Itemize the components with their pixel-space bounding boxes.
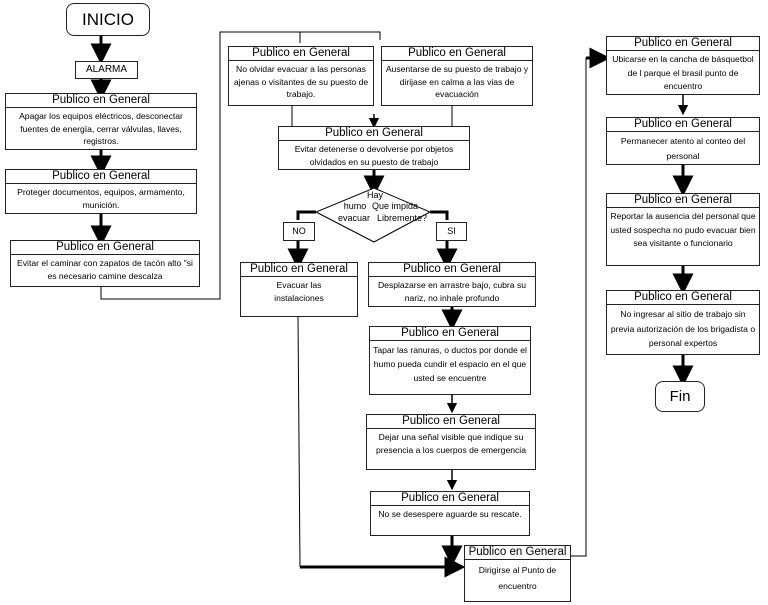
step-evacuate-facilities: Publico en General Evacuar las instalaci… [240,262,358,317]
box-header: Publico en General [607,118,759,132]
box-header: Publico en General [6,94,196,108]
box-text: Apagar los equipos eléctricos, desconect… [19,111,183,146]
box-text: Desplazarse en arrastre bajo, cubra su n… [377,280,527,303]
step-seal-gaps: Publico en General Tapar las ranuras, o … [369,326,531,395]
step-avoid-heels: Publico en General Evitar el caminar con… [10,240,200,287]
step-do-not-reenter: Publico en General No ingresar al sitio … [606,290,760,355]
box-text: No olvidar evacuar a las personas ajenas… [233,64,369,99]
box-header: Publico en General [229,47,373,61]
box-header: Publico en General [279,127,469,141]
box-header: Publico en General [369,263,535,277]
step-protect-documents: Publico en General Proteger documentos, … [5,169,197,214]
box-text: Ubicarse en la cancha de básquetbol de l… [612,54,754,91]
box-text: Evacuar las instalaciones [274,280,324,303]
step-go-to-meeting-point: Publico en General Dirigirse al Punto de… [464,545,571,602]
box-header: Publico en General [465,546,570,560]
decision-diamond [314,187,432,243]
box-text: Proteger documentos, equipos, armamento,… [17,187,185,210]
step-leave-workstation: Publico en General Ausentarse de su pues… [381,46,533,106]
box-header: Publico en General [382,47,532,61]
decision-line-5: Libremente? [376,213,428,223]
box-text: Permanecer atento al conteo del personal [620,136,746,161]
box-header: Publico en General [241,263,357,277]
box-text: No se desespere aguarde su rescate. [378,509,522,519]
no-label: NO [283,222,315,241]
box-text: Tapar las ranuras, o ductos por donde el… [373,345,527,383]
step-report-missing: Publico en General Reportar la ausencia … [606,193,760,266]
decision-line-1: Hay [366,190,383,200]
box-text: Evitar detenerse o devolverse por objeto… [294,144,454,167]
end-terminal: Fin [655,381,705,412]
box-header: Publico en General [370,327,530,341]
alarm-label: ALARMA [75,61,138,79]
box-text: Ausentarse de su puesto de trabajo y dir… [385,64,529,99]
box-text: Dirigirse al Punto de encuentro [478,565,557,591]
yes-label: SI [436,222,467,241]
step-attend-headcount: Publico en General Permanecer atento al … [606,117,760,165]
box-header: Publico en General [11,241,199,255]
start-terminal: INICIO [66,3,150,36]
step-evacuate-visitors: Publico en General No olvidar evacuar a … [228,46,374,106]
box-text: Evitar el caminar con zapatos de tacón a… [17,258,193,281]
box-header: Publico en General [607,194,759,208]
step-meeting-point-location: Publico en General Ubicarse en la cancha… [606,36,760,95]
step-do-not-return: Publico en General Evitar detenerse o de… [278,126,470,170]
box-header: Publico en General [6,170,196,184]
box-header: Publico en General [607,37,759,51]
box-text: No ingresar al sitio de trabajo sin prev… [610,309,756,348]
decision-line-4: evacuar [337,213,371,223]
box-text: Dejar una señal visible que indique su p… [375,432,526,455]
box-header: Publico en General [371,492,529,506]
step-leave-signal: Publico en General Dejar una señal visib… [366,414,536,470]
step-turn-off-equipment: Publico en General Apagar los equipos el… [5,93,197,150]
decision-line-3: Que impida [371,201,419,211]
box-text: Reportar la ausencia del personal que us… [610,211,756,248]
box-header: Publico en General [607,291,759,305]
step-crawl-low: Publico en General Desplazarse en arrast… [368,262,536,307]
box-header: Publico en General [367,415,535,429]
decision-line-2: humo [343,201,367,211]
step-await-rescue: Publico en General No se desespere aguar… [370,491,530,536]
